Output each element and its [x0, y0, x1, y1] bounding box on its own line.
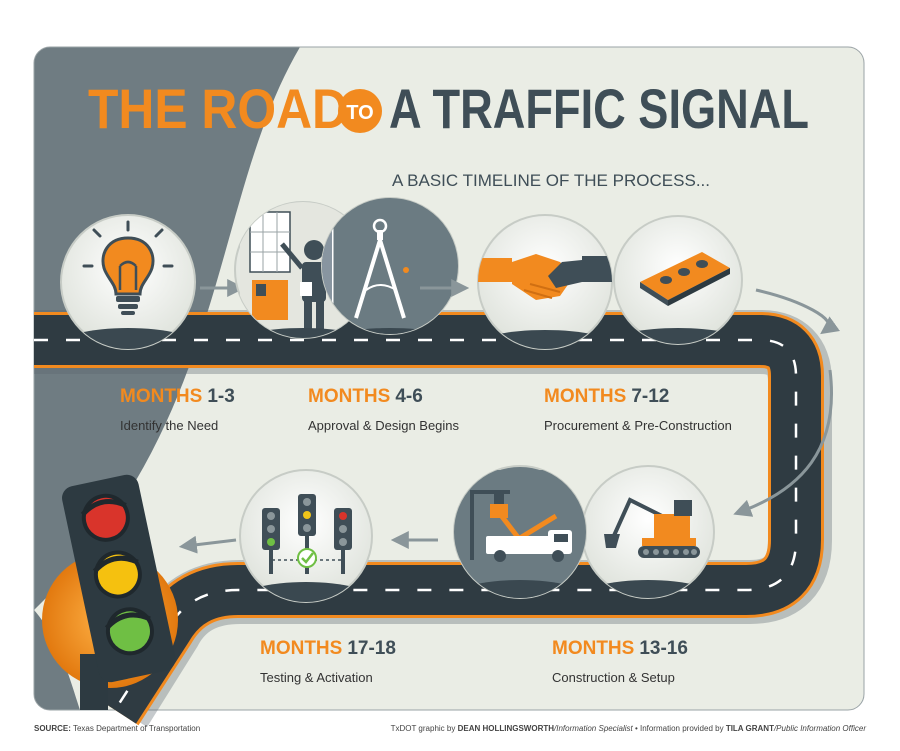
bucket-truck-icon: [453, 465, 587, 599]
signal-plan-icon: [613, 215, 743, 345]
title-part-2: A TRAFFIC SIGNAL: [389, 77, 809, 140]
title-connector: TO: [346, 102, 373, 124]
footer: SOURCE: Texas Department of Transportati…: [34, 724, 866, 738]
step-1-description: Identify the Need: [120, 418, 218, 433]
step-2-description: Approval & Design Begins: [308, 418, 460, 433]
handshake-icon: [477, 214, 613, 350]
drafting-compass-icon: [321, 197, 459, 335]
footer-credits: TxDOT graphic by DEAN HOLLINGSWORTH/Info…: [390, 724, 866, 733]
footer-source: SOURCE: Texas Department of Transportati…: [34, 724, 201, 733]
title-connector-circle: [338, 89, 382, 133]
traffic-lights-check-icon: [239, 469, 373, 603]
flow-arrow-4: [733, 369, 833, 517]
page-title: THE ROAD TO A TRAFFIC SIGNAL: [88, 77, 809, 140]
step-3-description: Procurement & Pre-Construction: [544, 418, 732, 433]
step-4-description: Construction & Setup: [552, 670, 675, 685]
excavator-icon: [581, 465, 715, 599]
flow-arrow-3: [755, 288, 841, 335]
step-5-description: Testing & Activation: [260, 670, 373, 685]
subtitle: A BASIC TIMELINE OF THE PROCESS...: [392, 171, 710, 190]
traffic-signal-icon: [42, 474, 178, 710]
title-part-1: THE ROAD: [88, 77, 348, 140]
lightbulb-icon: [60, 214, 196, 350]
road: [34, 312, 824, 726]
flow-arrow-6: [178, 535, 237, 554]
